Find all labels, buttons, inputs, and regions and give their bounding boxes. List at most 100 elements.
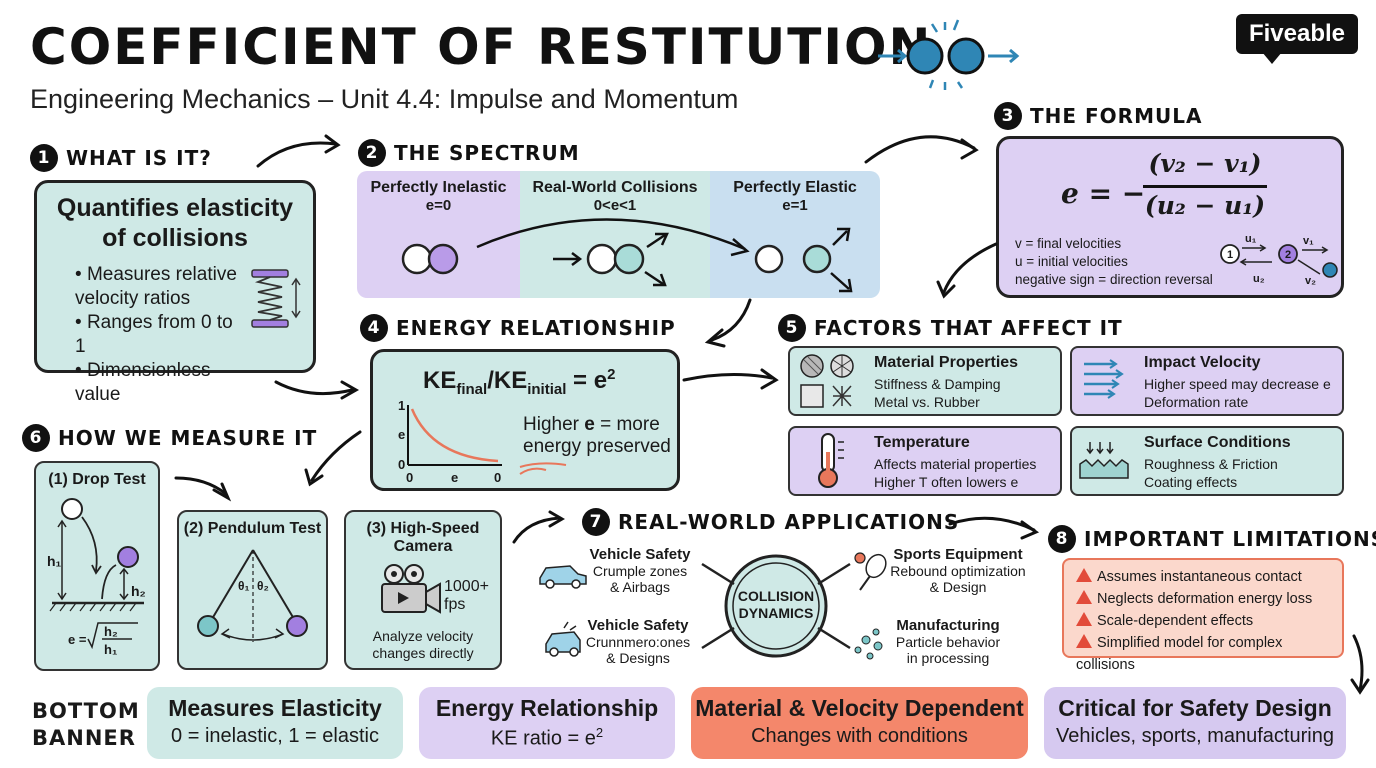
energy-note: Higher e = more energy preserved <box>523 414 671 458</box>
banner-sub-part: KE ratio = e <box>490 727 596 750</box>
section-title: REAL-WORLD APPLICATIONS <box>618 510 960 534</box>
drop-frac-bottom: h₁ <box>104 642 118 657</box>
drop-formula-lhs: e = <box>68 632 87 647</box>
section-title: FACTORS THAT AFFECT IT <box>814 316 1123 340</box>
factor-line: Deformation rate <box>1144 394 1249 410</box>
spectrum-real-world: Real-World Collisions 0<e<1 <box>520 171 710 298</box>
warning-icon <box>1076 634 1092 648</box>
section-title: ENERGY RELATIONSHIP <box>396 316 676 340</box>
factor-line: Higher T often lowers e <box>874 474 1019 490</box>
spectrum-panel: Perfectly Inelastic e=0 Real-World Colli… <box>357 171 880 298</box>
section-title: IMPORTANT LIMITATIONS <box>1084 527 1376 551</box>
factor-velocity: Impact Velocity Higher speed may decreas… <box>1070 346 1344 416</box>
app-sports-equipment: Sports Equipment Rebound optimization & … <box>884 546 1032 595</box>
pendulum-test-card: (2) Pendulum Test <box>177 510 328 670</box>
app-line: Crumple zones <box>592 563 688 579</box>
what-is-it-card: Quantifies elasticity of collisions Meas… <box>34 180 316 405</box>
warning-icon <box>1076 568 1092 582</box>
section-number: 3 <box>994 102 1022 130</box>
spectrum-label: Perfectly Inelastic <box>370 179 507 196</box>
banner-title: Measures Elasticity <box>168 695 382 721</box>
fiveable-logo: Fiveable <box>1236 14 1358 54</box>
warning-icon <box>1076 612 1092 626</box>
graph-x-left: 0 <box>406 470 414 485</box>
factor-line: Stiffness & Damping <box>874 376 1001 392</box>
legend-line: v = final velocities <box>1015 236 1122 251</box>
camera-note: Analyze velocity changes directly <box>372 628 474 661</box>
note-part: = more <box>594 414 660 435</box>
banner-subtitle: Changes with conditions <box>751 725 968 747</box>
list-item: Assumes instantaneous contact <box>1076 566 1342 588</box>
formula-lhs: e = − <box>1061 177 1146 210</box>
banner-subtitle: KE ratio = e2 <box>419 725 675 751</box>
app-line: Crunnmero:ones <box>585 634 691 650</box>
spectrum-value: e=0 <box>425 197 452 214</box>
diagram-u1-label: u₁ <box>1245 233 1257 245</box>
factor-line: Roughness & Friction <box>1144 456 1278 472</box>
factor-title: Impact Velocity <box>1144 354 1261 371</box>
spectrum-inelastic: Perfectly Inelastic e=0 <box>357 171 520 298</box>
section-title: HOW WE MEASURE IT <box>58 426 318 450</box>
legend-line: u = initial velocities <box>1015 254 1128 269</box>
factor-line: Metal vs. Rubber <box>874 394 980 410</box>
velocity-diagram-icon <box>1220 244 1338 278</box>
pendulum-theta1: θ₁ <box>238 579 250 593</box>
app-title: Sports Equipment <box>893 546 1023 563</box>
section-number: 6 <box>22 424 50 452</box>
spring-icon <box>251 269 301 328</box>
energy-equation: KEfinal/KEinitial = e2 <box>423 366 615 398</box>
section-6-header: 6 HOW WE MEASURE IT <box>22 424 317 452</box>
drop-test-title: (1) Drop Test <box>48 471 146 488</box>
section-title: THE FORMULA <box>1030 104 1203 128</box>
eq-part: initial <box>527 380 567 398</box>
banner-material-velocity: Material & Velocity Dependent Changes wi… <box>691 687 1028 759</box>
thermometer-icon <box>818 433 844 488</box>
eq-part: /KE <box>487 367 528 394</box>
app-vehicle-safety-1: Vehicle Safety Crumple zones & Airbags <box>580 546 700 595</box>
app-title: Vehicle Safety <box>587 617 689 634</box>
diagram-ball-1-label: 1 <box>1227 249 1234 261</box>
graph-x-right: 0 <box>494 470 502 485</box>
factor-line: Higher speed may decrease e <box>1144 376 1331 392</box>
eq-part: KE <box>423 367 457 394</box>
page-subtitle: Engineering Mechanics – Unit 4.4: Impuls… <box>30 84 739 114</box>
factor-line: Coating effects <box>1144 474 1238 490</box>
app-line: & Designs <box>606 650 670 666</box>
section-7-header: 7 REAL-WORLD APPLICATIONS <box>582 508 959 536</box>
diagram-u2-label: u₂ <box>1253 273 1265 285</box>
camera-test-title: (3) High-Speed Camera <box>366 520 480 555</box>
drop-frac-top: h₂ <box>104 624 118 639</box>
graph-y-top: 1 <box>398 398 406 413</box>
bottom-banner-label: BOTTOM BANNER <box>32 698 140 752</box>
graph-y-label: e <box>398 427 406 442</box>
app-manufacturing: Manufacturing Particle behavior in proce… <box>886 617 1010 666</box>
factor-surface: Surface Conditions Roughness & Friction … <box>1070 426 1344 496</box>
section-1-header: 1 WHAT IS IT? <box>30 144 212 172</box>
velocity-arrows-icon <box>1084 359 1124 399</box>
section-5-header: 5 FACTORS THAT AFFECT IT <box>778 314 1123 342</box>
section-number: 4 <box>360 314 388 342</box>
section-number: 7 <box>582 508 610 536</box>
section-8-header: 8 IMPORTANT LIMITATIONS <box>1048 525 1376 553</box>
collision-dynamics-hub <box>539 552 887 660</box>
app-line: & Design <box>929 579 987 595</box>
warning-icon <box>1076 590 1092 604</box>
app-vehicle-safety-2: Vehicle Safety Crunnmero:ones & Designs <box>576 617 700 666</box>
spectrum-value: e=1 <box>782 197 808 214</box>
spectrum-elastic: Perfectly Elastic e=1 <box>710 171 880 298</box>
factor-lines: Higher speed may decrease e Deformation … <box>1144 375 1331 411</box>
banner-subtitle: Vehicles, sports, manufacturing <box>1056 725 1334 747</box>
energy-graph <box>407 405 567 468</box>
formula-card: e = − (v₂ − v₁) (u₂ − u₁) v = final velo… <box>996 136 1344 298</box>
fraction-bar <box>1143 185 1267 188</box>
spectrum-value: 0<e<1 <box>593 197 637 214</box>
app-line: & Airbags <box>610 579 670 595</box>
logo-tail <box>1262 52 1282 64</box>
factor-line: Affects material properties <box>874 456 1037 472</box>
factor-lines: Roughness & Friction Coating effects <box>1144 455 1278 491</box>
section-number: 2 <box>358 139 386 167</box>
section-title: WHAT IS IT? <box>66 146 212 170</box>
page-title: COEFFICIENT OF RESTITUTION <box>30 18 933 76</box>
section-number: 5 <box>778 314 806 342</box>
pendulum-theta2: θ₂ <box>257 579 269 593</box>
